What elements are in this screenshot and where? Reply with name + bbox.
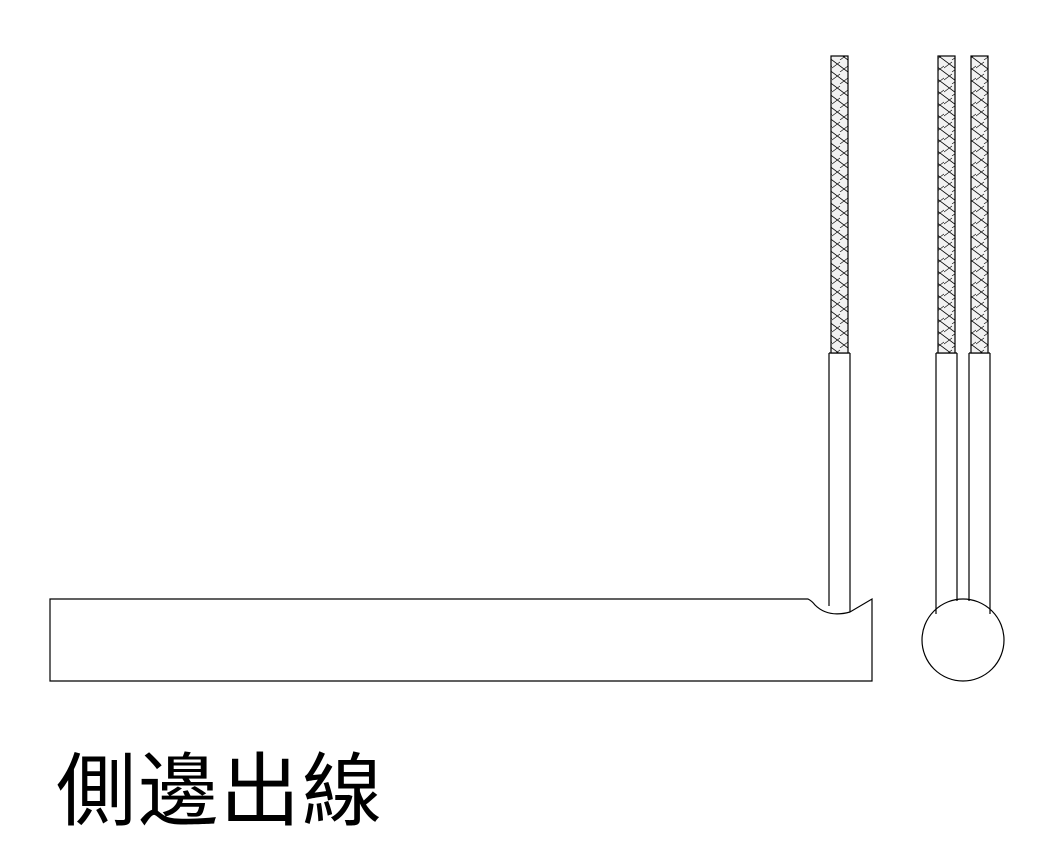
braided-sleeve-side: [830, 55, 849, 354]
braided-sleeve-end-2: [970, 55, 989, 354]
lead-wire-insulation-end-2: [968, 352, 991, 614]
braided-sleeve-end-1: [937, 55, 956, 354]
lead-wire-insulation-side: [828, 352, 851, 612]
lead-wire-insulation-end-1: [935, 352, 958, 614]
heater-rod-end-view: [921, 598, 1005, 682]
drawing-caption: 側邊出線: [56, 745, 384, 838]
heater-rod-side-view: [49, 597, 873, 682]
